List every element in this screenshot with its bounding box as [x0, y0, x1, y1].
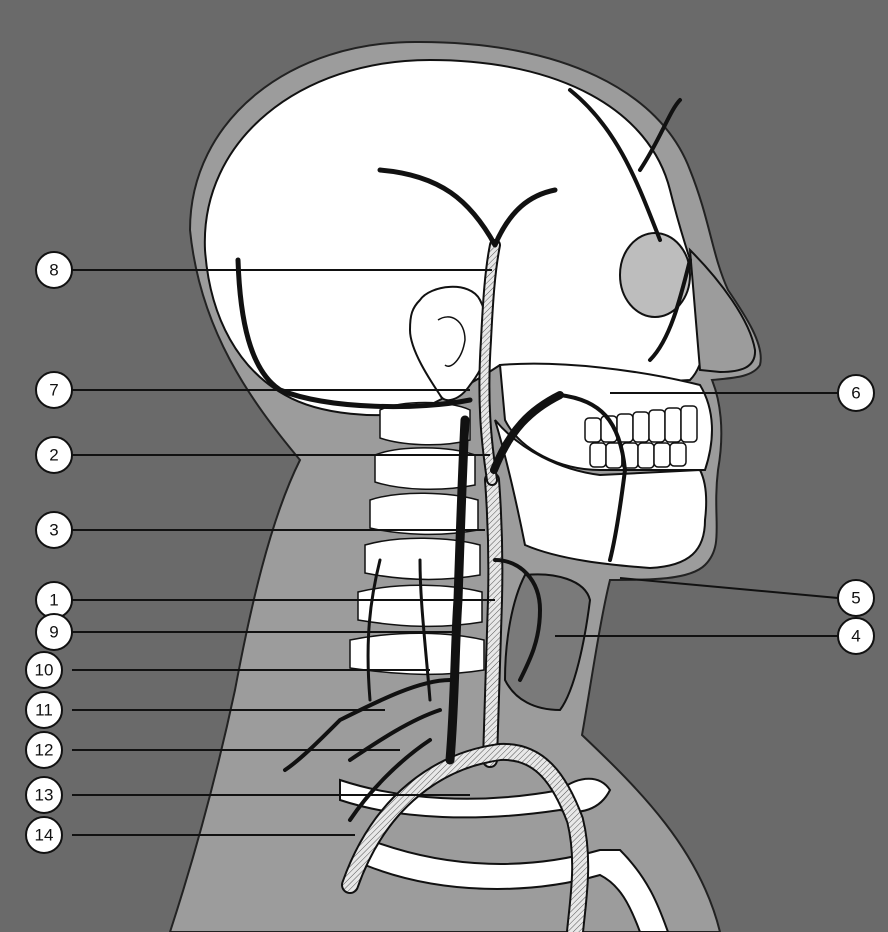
callout-6-label: 6	[851, 384, 860, 403]
callout-10: 10	[26, 652, 62, 688]
callout-13-label: 13	[35, 786, 54, 805]
callout-4-label: 4	[851, 627, 860, 646]
callout-1-label: 1	[49, 591, 58, 610]
callout-11: 11	[26, 692, 62, 728]
callout-3: 3	[36, 512, 72, 548]
callout-4: 4	[838, 618, 874, 654]
callout-9: 9	[36, 614, 72, 650]
callout-5-label: 5	[851, 589, 860, 608]
callout-2: 2	[36, 437, 72, 473]
callout-8: 8	[36, 252, 72, 288]
callout-14-label: 14	[35, 826, 54, 845]
callout-11-label: 11	[35, 701, 53, 720]
callout-6: 6	[838, 375, 874, 411]
callout-2-label: 2	[49, 446, 58, 465]
callout-12-label: 12	[35, 741, 54, 760]
callout-7: 7	[36, 372, 72, 408]
callout-8-label: 8	[49, 261, 58, 280]
callout-10-label: 10	[35, 661, 54, 680]
callout-12: 12	[26, 732, 62, 768]
callout-9-label: 9	[49, 623, 58, 642]
callout-5: 5	[838, 580, 874, 616]
callout-1: 1	[36, 582, 72, 618]
callout-13: 13	[26, 777, 62, 813]
callout-3-label: 3	[49, 521, 58, 540]
callout-14: 14	[26, 817, 62, 853]
callout-7-label: 7	[49, 381, 58, 400]
